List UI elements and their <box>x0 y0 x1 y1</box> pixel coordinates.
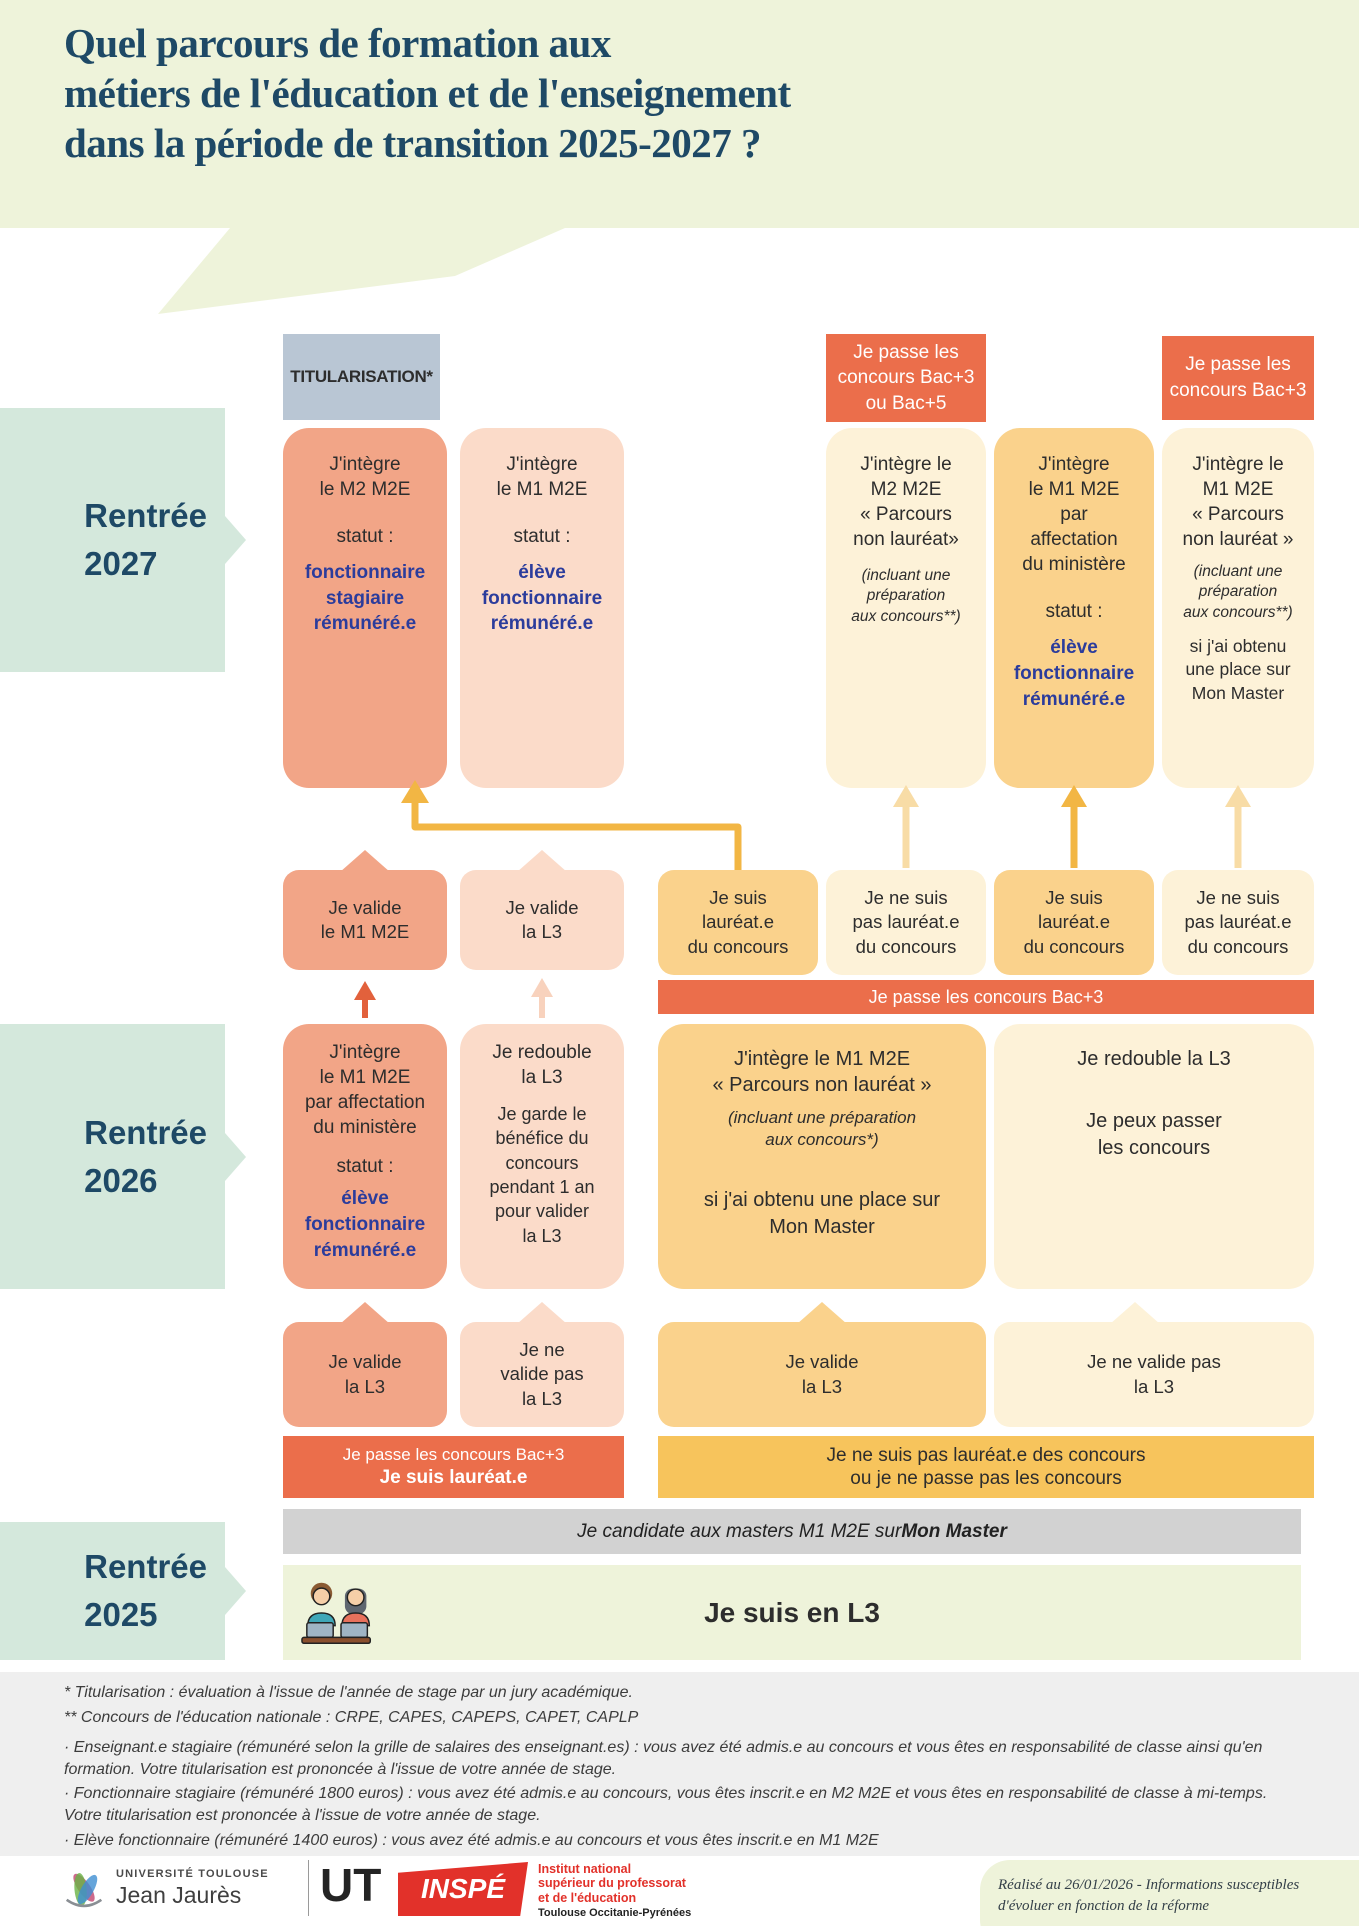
footnotes: * Titularisation : évaluation à l'issue … <box>64 1682 1304 1854</box>
box-note: (incluant une préparation aux concours**… <box>1183 563 1293 621</box>
arrow-head <box>531 978 553 997</box>
box-title: Je redouble la L3 <box>492 1042 592 1089</box>
status-label: statut : <box>336 1156 394 1178</box>
box-2026-m1-non-laureat: J'intègre le M1 M2E « Parcours non lauré… <box>658 1024 986 1289</box>
candidate-bar-bold: Mon Master <box>901 1520 1007 1542</box>
status-label: statut : <box>513 526 571 548</box>
bar-non-laureat: Je ne suis pas lauréat.e des concours ou… <box>658 1436 1314 1498</box>
inspe-region: Toulouse Occitanie-Pyrénées <box>538 1907 692 1920</box>
outcome-laureat-a: Je suis lauréat.e du concours <box>658 870 818 975</box>
inspe-desc: Institut national supérieur du professor… <box>538 1862 686 1905</box>
timeline-label-2026-text: Rentrée 2026 <box>84 1113 207 1199</box>
ut-monogram: UT <box>320 1859 382 1911</box>
badge-concours-bac3: Je passe les concours Bac+3 <box>1162 336 1314 420</box>
timeline-label-2027: Rentrée 2027 <box>0 408 246 672</box>
box-note: (incluant une préparation aux concours**… <box>851 567 961 625</box>
outcome-non-laureat-a: Je ne suis pas lauréat.e du concours <box>826 870 986 975</box>
credit-box: Réalisé au 26/01/2026 - Informations sus… <box>980 1860 1359 1926</box>
status-value: élève fonctionnaire rémunéré.e <box>1013 637 1135 710</box>
students-icon <box>301 1582 372 1644</box>
banner-tail-shape <box>158 228 565 314</box>
outcome-valide-m1: Je valide le M1 M2E <box>283 870 447 970</box>
status-label: statut : <box>336 526 394 548</box>
status-value: élève fonctionnaire rémunéré.e <box>481 562 603 635</box>
timeline-label-2025-text: Rentrée 2025 <box>84 1548 207 1633</box>
status-value: fonctionnaire stagiaire rémunéré.e <box>304 562 426 635</box>
univ-sub: Jean Jaurès <box>116 1882 242 1908</box>
status-value: élève fonctionnaire rémunéré.e <box>304 1188 426 1261</box>
outcome-laureat-b: Je suis lauréat.e du concours <box>994 870 1154 975</box>
box-title: J'intègre le M2 M2E « Parcours non lauré… <box>853 454 959 551</box>
titularisation-badge: TITULARISATION* <box>283 334 440 420</box>
page-title: Quel parcours de formation aux métiers d… <box>64 20 791 167</box>
l3-bar-text: Je suis en L3 <box>704 1596 880 1628</box>
bar-non-laureat-line2: ou je ne passe pas les concours <box>850 1467 1122 1489</box>
box-extra: si j'ai obtenu une place sur Mon Master <box>703 1188 941 1238</box>
outcome-valide-l3-a: Je valide la L3 <box>283 1322 447 1427</box>
box-body: Je garde le bénéfice du concours pendant… <box>489 1104 595 1246</box>
footnote-fonctionnaire-stagiaire: · Fonctionnaire stagiaire (rémunéré 1800… <box>64 1785 1268 1824</box>
box-title: J'intègre le M1 M2E par affectation du m… <box>1022 454 1126 576</box>
footnote-enseignant-stagiaire: · Enseignant.e stagiaire (rémunéré selon… <box>64 1739 1263 1778</box>
arrow-head <box>893 785 919 807</box>
bar-laureat: Je passe les concours Bac+3 Je suis laur… <box>283 1436 624 1498</box>
box-2027-m1-affectation: J'intègre le M1 M2E par affectation du m… <box>994 428 1154 788</box>
outcome-non-valide-l3-a: Je ne valide pas la L3 <box>460 1322 624 1427</box>
status-label: statut : <box>1045 601 1103 623</box>
footnote-concours: ** Concours de l'éducation nationale : C… <box>64 1708 639 1726</box>
timeline-label-2027-text: Rentrée 2027 <box>84 497 207 582</box>
univ-petals-icon <box>65 1873 103 1908</box>
bar-concours-bac3: Je passe les concours Bac+3 <box>658 980 1314 1014</box>
box-2027-m2-fonctionnaire: J'intègre le M2 M2E statut : fonctionnai… <box>283 428 447 788</box>
bar-non-laureat-line1: Je ne suis pas lauréat.e des concours <box>826 1444 1146 1466</box>
box-2027-m1-non-laureat: J'intègre le M1 M2E « Parcours non lauré… <box>1162 428 1314 788</box>
arrow-head <box>1225 785 1251 807</box>
box-2027-m2-non-laureat: J'intègre le M2 M2E « Parcours non lauré… <box>826 428 986 788</box>
outcome-valide-l3: Je valide la L3 <box>460 870 624 970</box>
box-2026-redouble-benefice: Je redouble la L3 Je garde le bénéfice d… <box>460 1024 624 1289</box>
outcome-non-valide-l3-b: Je ne valide pas la L3 <box>994 1322 1314 1427</box>
footnote-eleve-fonctionnaire: · Elève fonctionnaire (rémunéré 1400 eur… <box>64 1831 879 1849</box>
outcome-non-laureat-b: Je ne suis pas lauréat.e du concours <box>1162 870 1314 975</box>
arrow-head <box>354 981 376 1000</box>
badge-concours-bac3-ou-bac5: Je passe les concours Bac+3 ou Bac+5 <box>826 334 986 422</box>
box-title: J'intègre le M2 M2E <box>319 454 411 501</box>
logo-divider <box>308 1860 309 1916</box>
box-extra: si j'ai obtenu une place sur Mon Master <box>1185 635 1291 703</box>
outcome-valide-l3-b: Je valide la L3 <box>658 1322 986 1427</box>
box-2027-m1-eleve: J'intègre le M1 M2E statut : élève fonct… <box>460 428 624 788</box>
box-title: J'intègre le M1 M2E par affectation du m… <box>304 1042 426 1139</box>
candidate-bar-text: Je candidate aux masters M1 M2E sur <box>577 1520 902 1542</box>
bar-laureat-line1: Je passe les concours Bac+3 <box>342 1445 565 1464</box>
box-title: Je redouble la L3 <box>1077 1048 1231 1070</box>
univ-logo-text: UNIVERSITÉ TOULOUSE Jean Jaurès <box>116 1868 269 1909</box>
bar-laureat-line2: Je suis lauréat.e <box>379 1467 528 1488</box>
box-title: J'intègre le M1 M2E <box>496 454 588 501</box>
footnote-titularisation: * Titularisation : évaluation à l'issue … <box>64 1684 633 1701</box>
inspe-logo-text: Institut national supérieur du professor… <box>538 1862 691 1919</box>
candidate-bar: Je candidate aux masters M1 M2E sur Mon … <box>283 1509 1301 1554</box>
timeline-label-2025: Rentrée 2025 <box>0 1522 246 1660</box>
box-body: Je peux passer les concours <box>1086 1110 1222 1160</box>
arrow-head <box>1061 785 1087 807</box>
l3-bar: Je suis en L3 <box>283 1565 1301 1660</box>
box-2026-m1-affectation: J'intègre le M1 M2E par affectation du m… <box>283 1024 447 1289</box>
arrow-laureat-to-m2 <box>411 794 742 878</box>
box-title: J'intègre le M1 M2E « Parcours non lauré… <box>712 1048 932 1097</box>
box-title: J'intègre le M1 M2E « Parcours non lauré… <box>1182 454 1294 551</box>
inspe-logo: INSPÉ <box>398 1862 528 1916</box>
univ-name: UNIVERSITÉ TOULOUSE <box>116 1868 269 1880</box>
header-banner <box>0 0 1359 228</box>
footnotes-band: * Titularisation : évaluation à l'issue … <box>0 1672 1359 1856</box>
box-2026-redouble-concours: Je redouble la L3 Je peux passer les con… <box>994 1024 1314 1289</box>
timeline-label-2026: Rentrée 2026 <box>0 1024 246 1289</box>
box-note: (incluant une préparation aux concours*) <box>727 1107 917 1149</box>
